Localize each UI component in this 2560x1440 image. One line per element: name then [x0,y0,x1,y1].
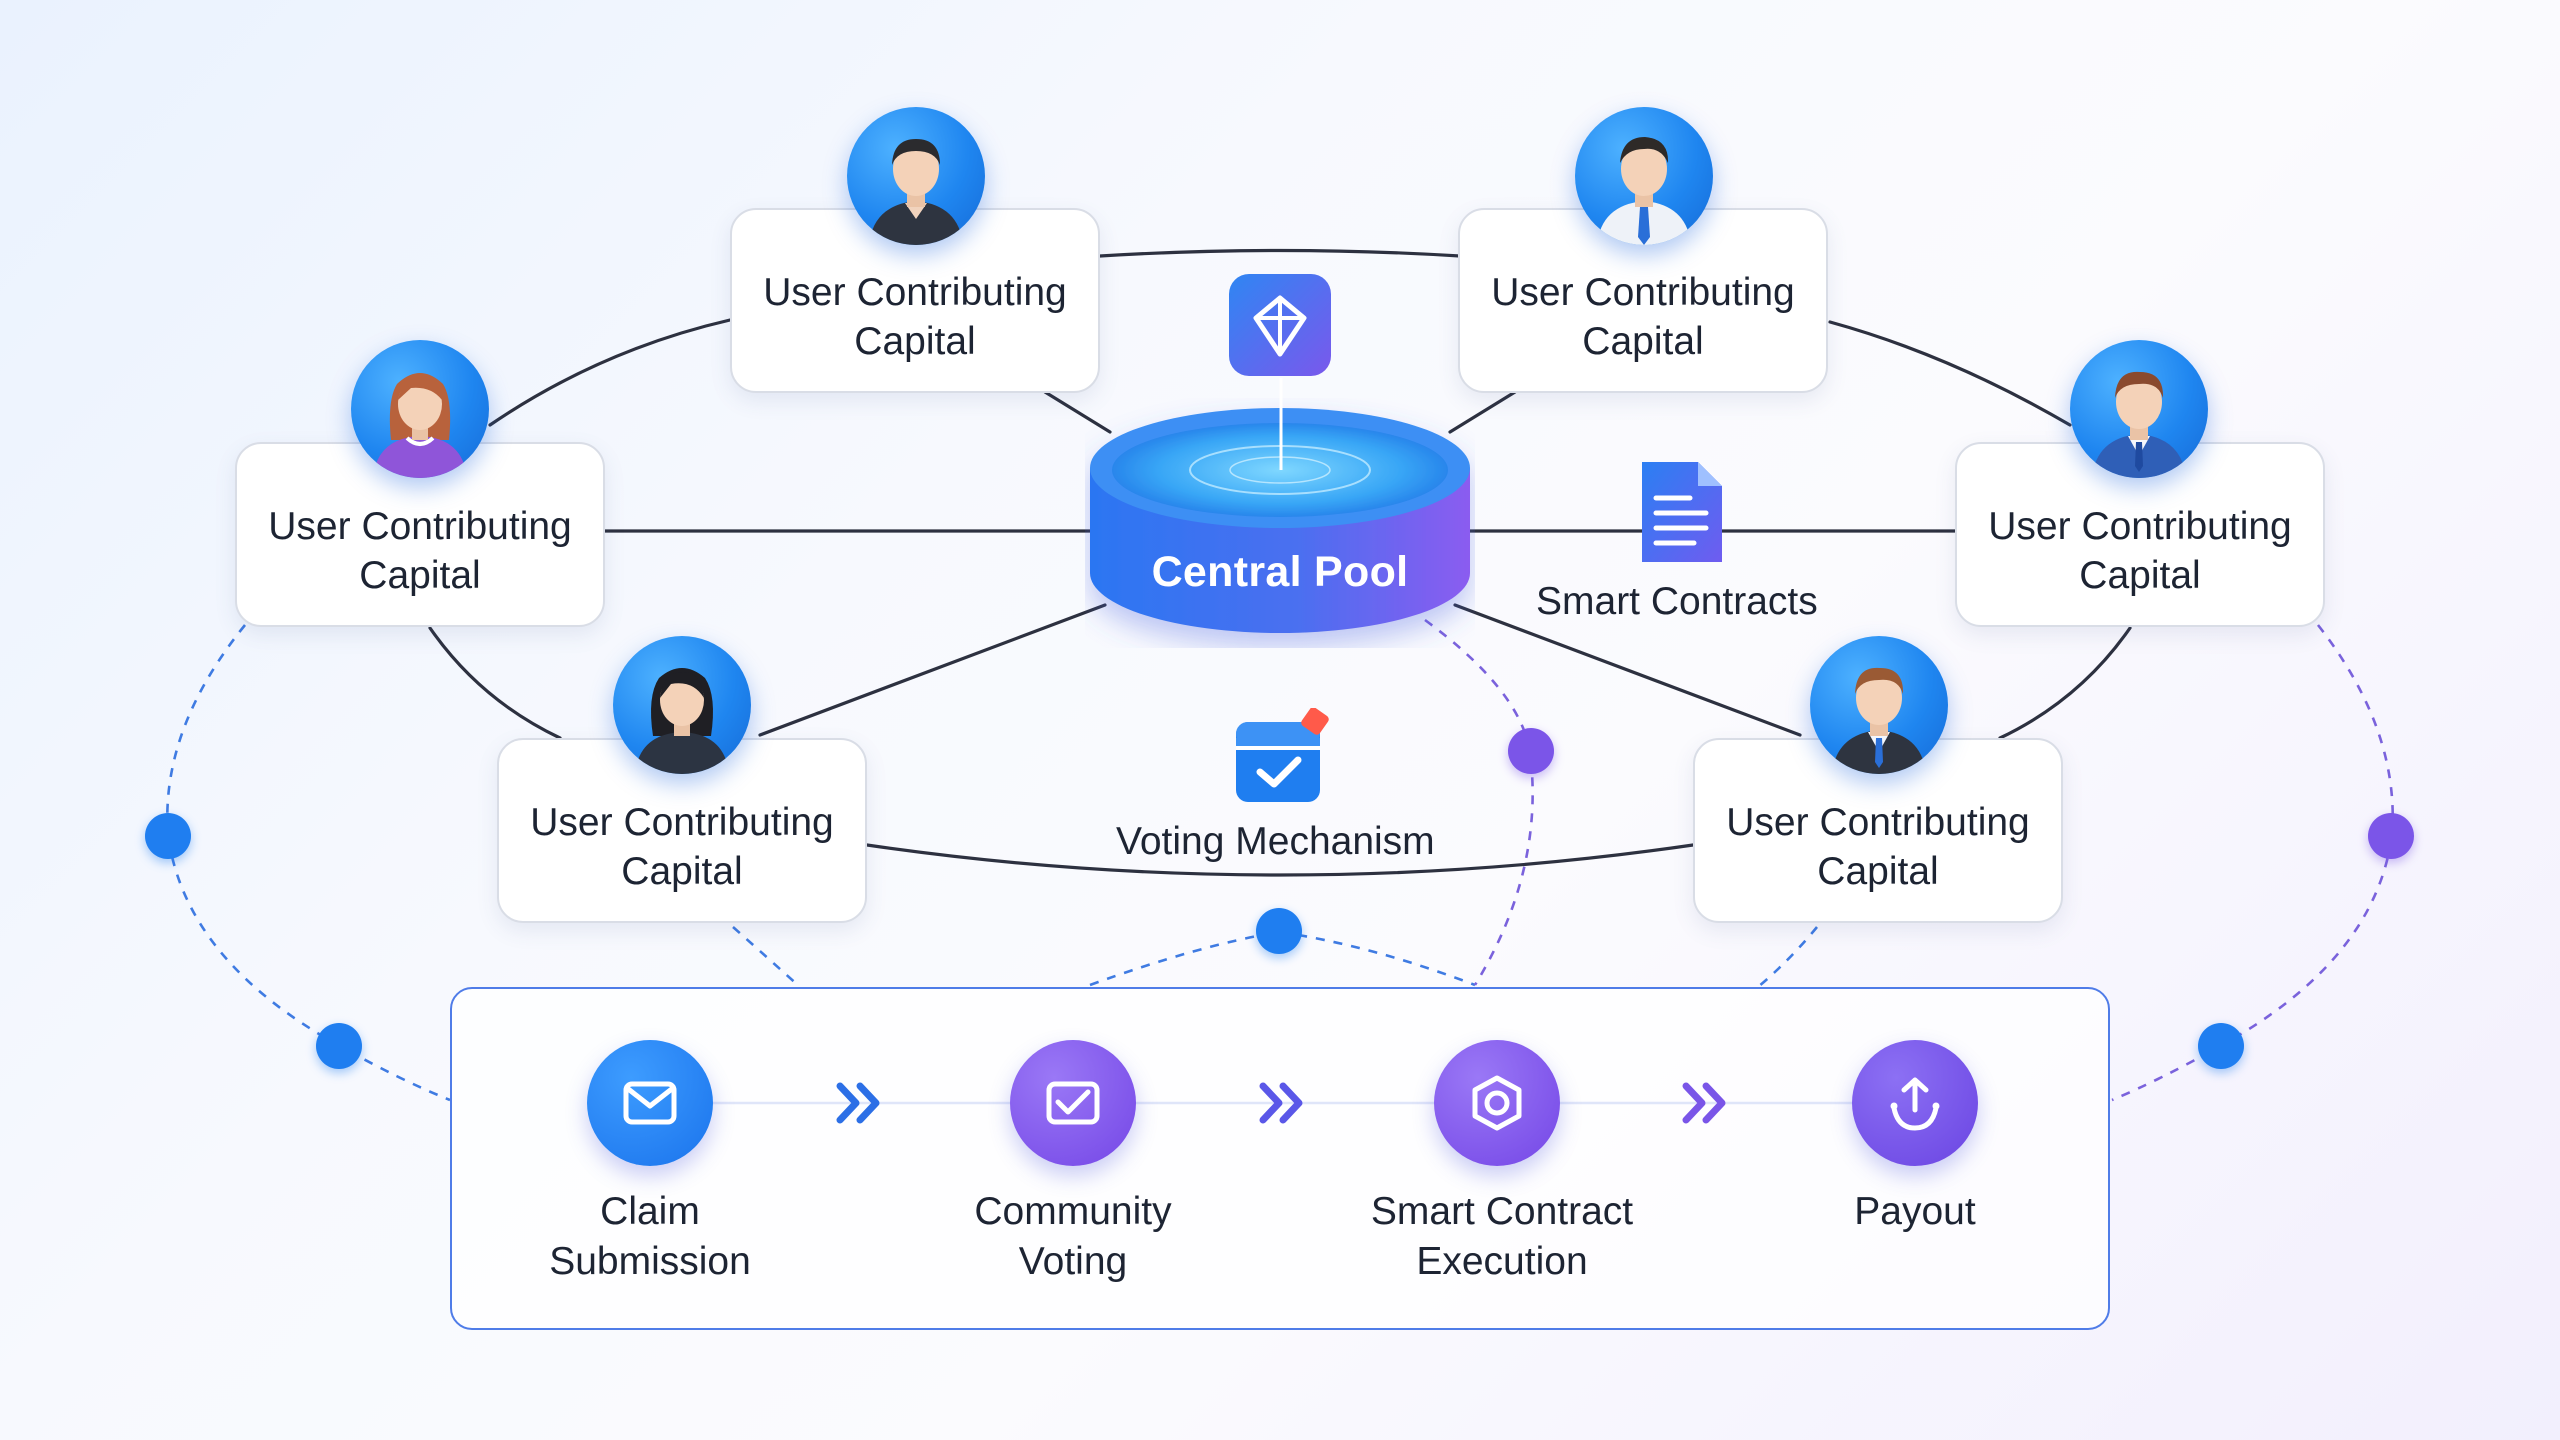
orbit-dot [316,1023,362,1069]
man-dark-suit-avatar [847,107,985,245]
step-label-claim-submission: Claim Submission [549,1190,751,1283]
voting-mechanism-label: Voting Mechanism [1116,820,1435,863]
user-card-label: User Contributing Capital [1491,271,1795,363]
dashed-left-outer [166,624,451,1102]
step-label-payout: Payout [1854,1190,1976,1233]
edge-pool-to-user-br [1453,603,1802,737]
chevron-right-icon [1257,1078,1317,1128]
edge-top-arc [1098,248,1462,258]
envelope-icon [587,1040,713,1166]
orbit-dot [2198,1023,2244,1069]
edge-pool-to-user-tr [1448,390,1517,434]
orbit-dot [1256,908,1302,954]
user-card-label: User Contributing Capital [1726,801,2030,893]
woman-dark-hair-avatar [613,636,751,774]
user-card: User Contributing Capital [1955,442,2325,627]
user-card-label: User Contributing Capital [1988,505,2292,597]
man-white-shirt-avatar [1575,107,1713,245]
hexagon-icon [1434,1040,1560,1166]
orbit-dot [2368,813,2414,859]
dashed-right-inner [1757,926,1819,988]
dashed-left-inner [732,926,801,988]
ballot-icon [1232,707,1332,808]
envelope-check-icon [1010,1040,1136,1166]
dashed-center [1089,930,1476,987]
payout-icon [1852,1040,1978,1166]
orbit-dot [1508,728,1554,774]
orbit-dot [145,813,191,859]
edge-bottom-arc [865,843,1695,877]
chevron-right-icon [1680,1078,1740,1128]
edge-right-top [1828,320,2072,427]
diamond-stem [1279,378,1283,470]
edge-right-lower [1998,626,2132,740]
smart-contracts-label: Smart Contracts [1536,580,1818,623]
user-card-label: User Contributing Capital [763,271,1067,363]
man-suit-tie-avatar [1810,636,1948,774]
edge-left-top [488,318,732,427]
man-blue-suit-avatar [2070,340,2208,478]
step-label-community-voting: Community Voting [974,1190,1172,1283]
user-card-label: User Contributing Capital [268,505,572,597]
edge-left-lower [428,626,562,740]
step-label-smart-contract-execution: Smart Contract Execution [1370,1190,1634,1283]
woman-purple-avatar [351,340,489,478]
dashed-right-outer [2111,624,2394,1102]
claims-process-panel [450,987,2110,1330]
edge-pool-to-user-tl [1043,390,1112,434]
central-pool-label: Central Pool [1151,548,1409,596]
user-card-label: User Contributing Capital [530,801,834,893]
edge-pool-to-user-bl [758,603,1107,737]
diamond-icon [1227,272,1333,378]
document-icon [1636,458,1726,568]
chevron-right-icon [834,1078,894,1128]
dashed-pool-right [1424,618,1534,986]
